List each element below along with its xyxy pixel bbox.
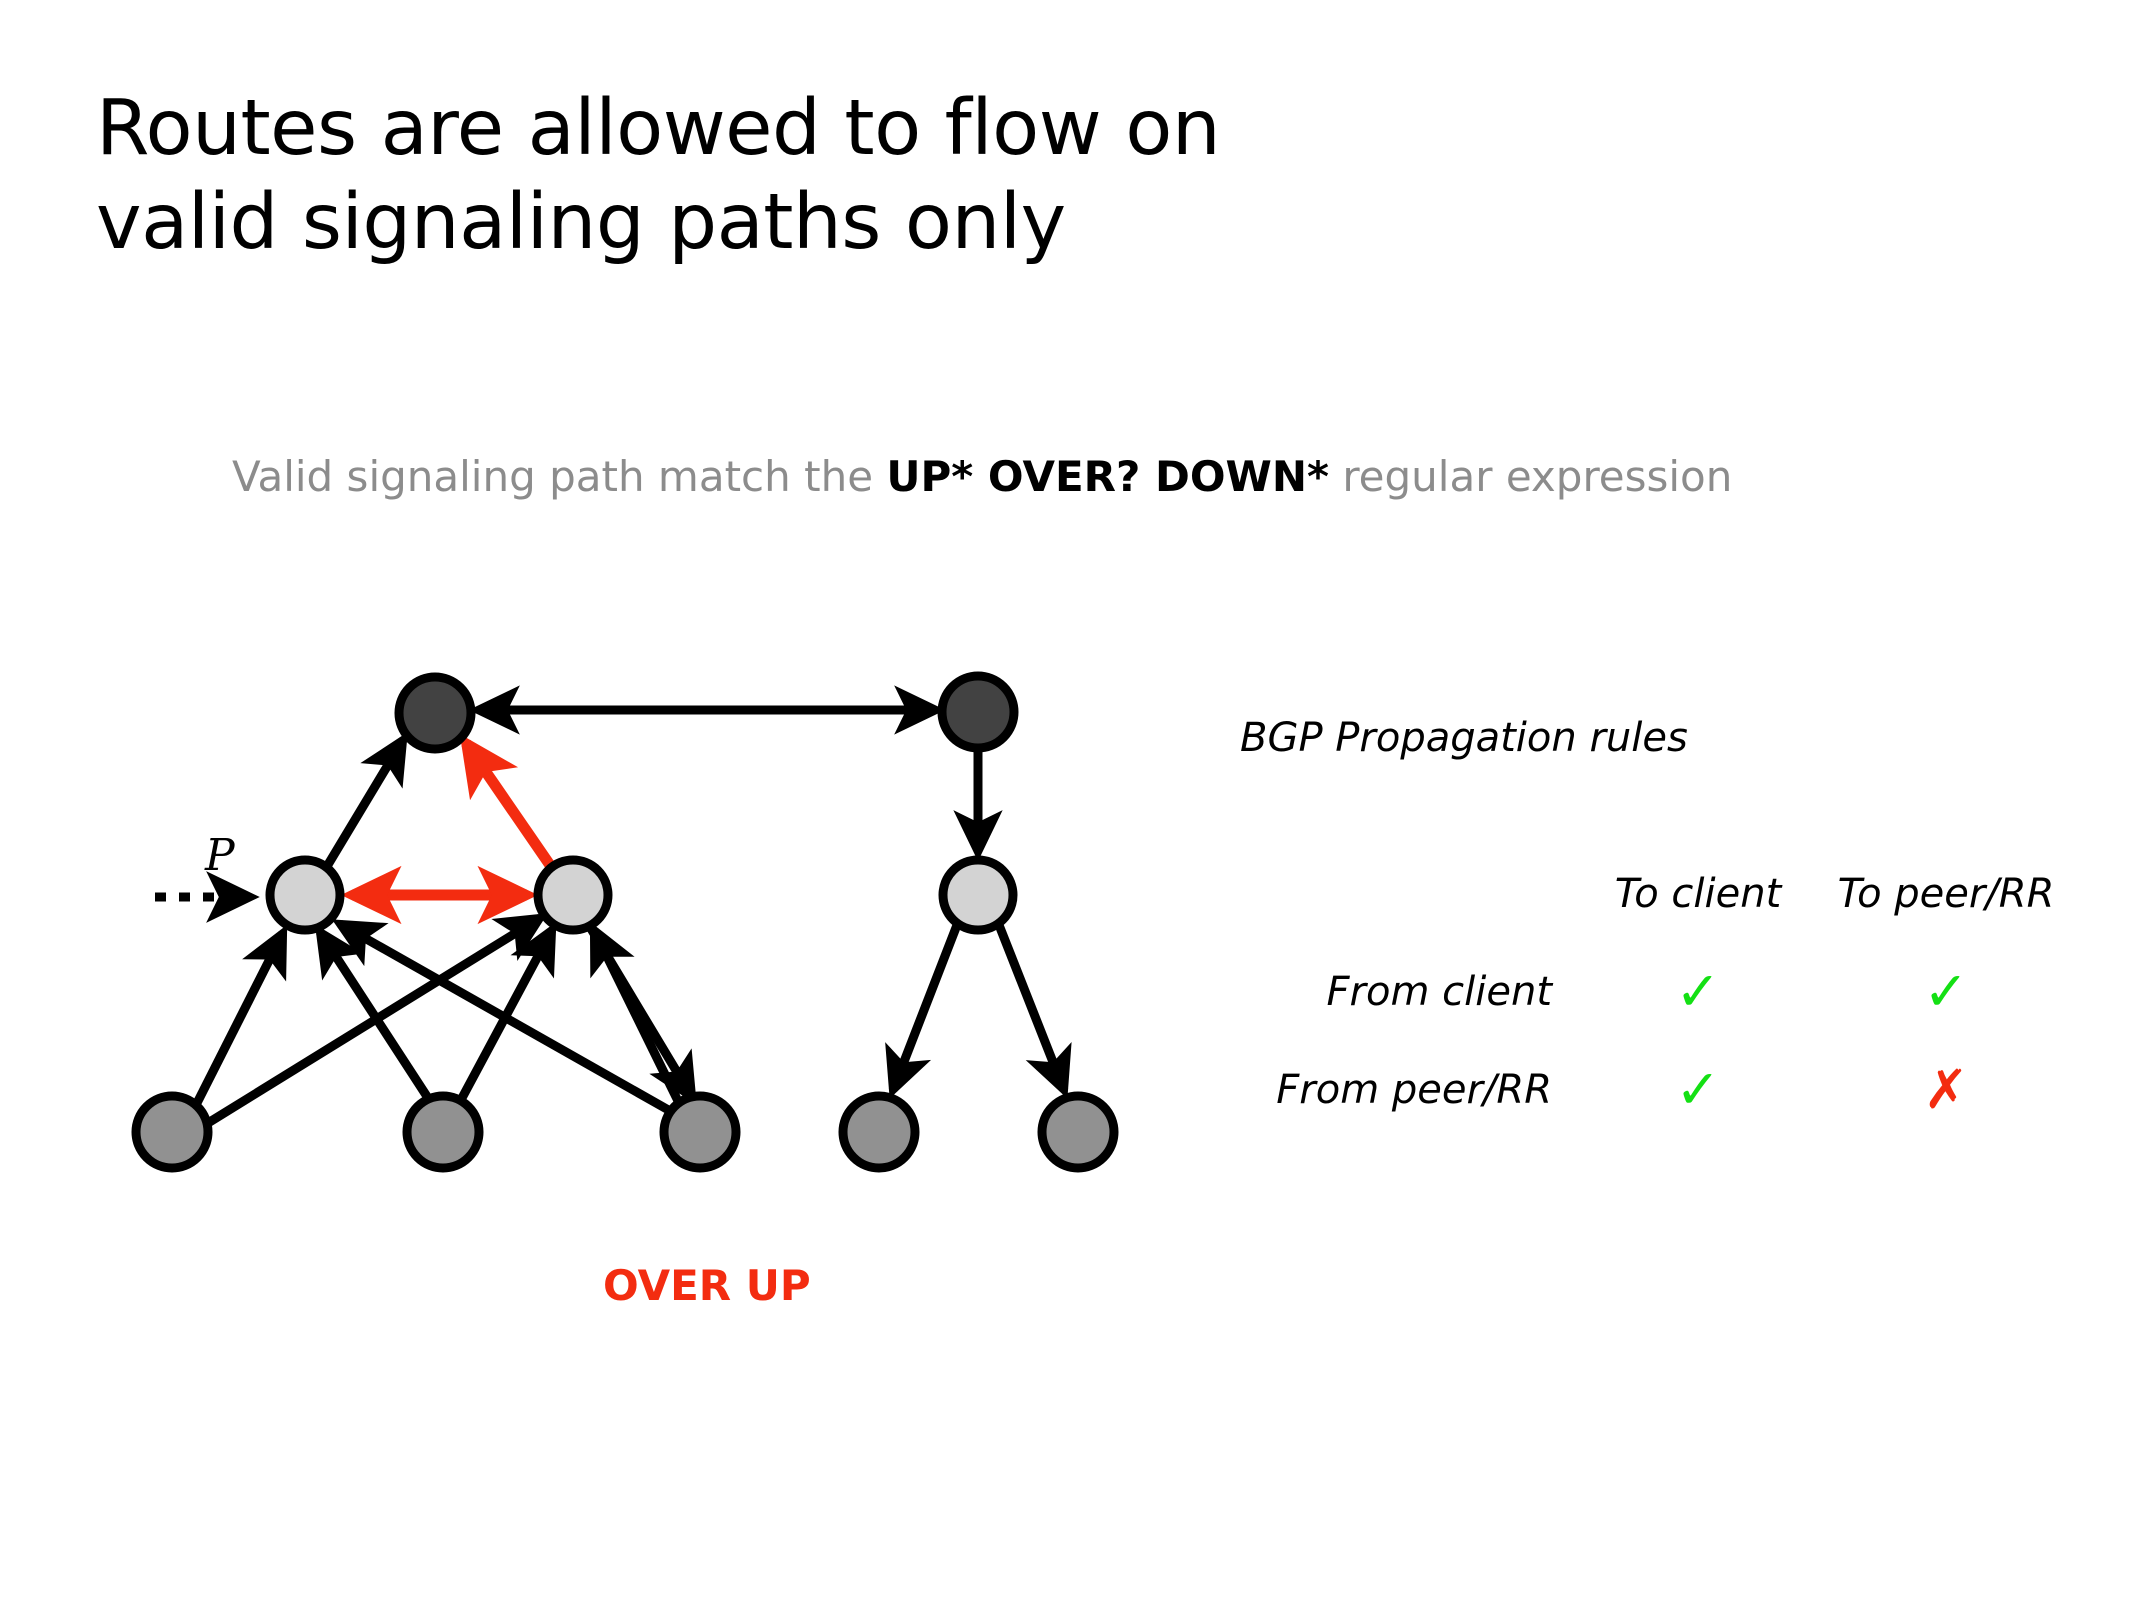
cross-icon: ✗ [1923,1057,1969,1121]
edges-right-graph [885,752,1072,1099]
node-route-reflector-top-right[interactable] [937,671,1019,753]
node-client-2[interactable] [402,1091,484,1173]
edge-rmid-to-client4 [885,923,962,1099]
row-header-from-client: From client [1326,969,1553,1015]
check-icon: ✓ [1675,959,1721,1023]
edge-rr-left-to-top [322,732,408,871]
edges-left-graph-highlighted [341,733,557,925]
edge-client2-to-rr-left [314,924,432,1101]
table-row: From client ✓ ✓ [1240,943,2070,1041]
edge-client3-to-rr-left [331,919,675,1116]
table-row: From peer/RR ✓ ✗ [1240,1041,2070,1139]
route-label-p: P [205,830,235,881]
table-corner-cell [1240,845,1574,943]
node-client-1[interactable] [131,1091,213,1173]
node-route-reflector-left[interactable] [265,855,345,935]
subtitle-prefix: Valid signaling path match the [232,452,887,501]
table-header-row: To client To peer/RR [1240,845,2070,943]
cell-from-peer-rr-to-client: ✓ [1574,1041,1822,1139]
column-header-to-client: To client [1614,871,1782,917]
check-icon: ✓ [1923,959,1969,1023]
cell-from-client-to-peer-rr: ✓ [1822,943,2070,1041]
bgp-topology-diagram [131,671,1119,1173]
edge-rmid-to-client5 [994,923,1072,1099]
edge-up-highlight [459,733,557,872]
edge-rr-right-to-client3 [586,924,697,1105]
bgp-propagation-rules-panel: BGP Propagation rules To client To peer/… [1240,715,2070,1139]
path-caption-over-up: OVER UP [603,1261,811,1310]
node-route-reflector-right[interactable] [533,855,613,935]
bgp-rules-table: To client To peer/RR From client ✓ ✓ Fro… [1240,845,2070,1139]
node-client-3[interactable] [659,1091,741,1173]
column-header-to-peer-rr: To peer/RR [1837,871,2055,917]
edges-left-graph [191,685,946,1127]
subtitle: Valid signaling path match the UP* OVER?… [232,452,1732,501]
check-icon: ✓ [1675,1057,1721,1121]
edge-client1-to-rr-left [191,924,288,1108]
rules-title: BGP Propagation rules [1240,715,1688,761]
page-title: Routes are allowed to flow on valid sign… [96,84,1221,267]
node-client-4[interactable] [838,1091,920,1173]
cell-from-peer-rr-to-peer-rr: ✗ [1822,1041,2070,1139]
subtitle-suffix: regular expression [1328,452,1733,501]
nodes-left-graph [131,672,741,1173]
subtitle-emphasis: UP* OVER? DOWN* [886,452,1329,501]
node-route-reflector-mid-right[interactable] [938,855,1018,935]
row-header-from-peer-rr: From peer/RR [1276,1067,1553,1113]
nodes-right-graph [838,671,1119,1173]
cell-from-client-to-client: ✓ [1574,943,1822,1041]
node-route-reflector-top-left[interactable] [394,672,476,754]
node-client-5[interactable] [1037,1091,1119,1173]
